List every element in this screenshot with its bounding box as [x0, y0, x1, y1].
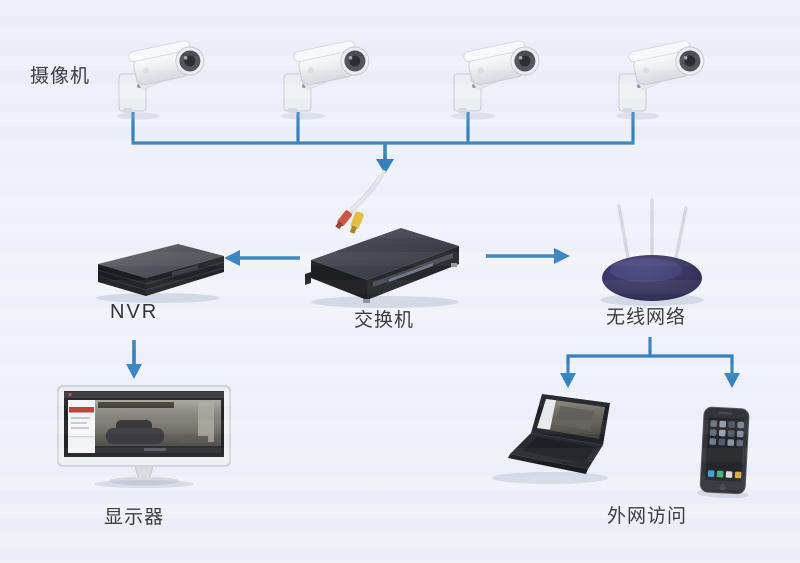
wifi-router-icon [600, 198, 704, 306]
cameras-label: 摄像机 [30, 66, 91, 87]
nvr-to-monitor-arrow [126, 340, 142, 379]
external-access-label: 外网访问 [607, 506, 688, 527]
router-to-clients-branch [560, 337, 740, 388]
monitor-icon [57, 385, 231, 488]
switch-label: 交换机 [354, 310, 415, 331]
surveillance-app-screen [68, 400, 221, 453]
video-cable-icon [335, 170, 386, 234]
arrowhead-down-icon [560, 373, 576, 388]
arrowhead-down-icon [376, 159, 394, 174]
nvr-icon [96, 244, 225, 303]
arrowhead-right-icon [554, 248, 570, 264]
monitor-label: 显示器 [104, 507, 165, 528]
nvr-label: NVR [110, 301, 159, 323]
switch-to-nvr-arrow [224, 250, 300, 266]
laptop-icon [492, 394, 610, 484]
switch-icon [305, 228, 459, 308]
wireless-label: 无线网络 [606, 307, 687, 328]
switch-to-router-arrow [486, 248, 570, 264]
arrowhead-down-icon [126, 364, 142, 379]
cameras-to-switch-bus [131, 112, 635, 174]
phone-icon [696, 406, 750, 499]
arrowhead-down-icon [724, 373, 740, 388]
phone-app-grid [707, 420, 745, 479]
arrowhead-left-icon [224, 250, 240, 266]
